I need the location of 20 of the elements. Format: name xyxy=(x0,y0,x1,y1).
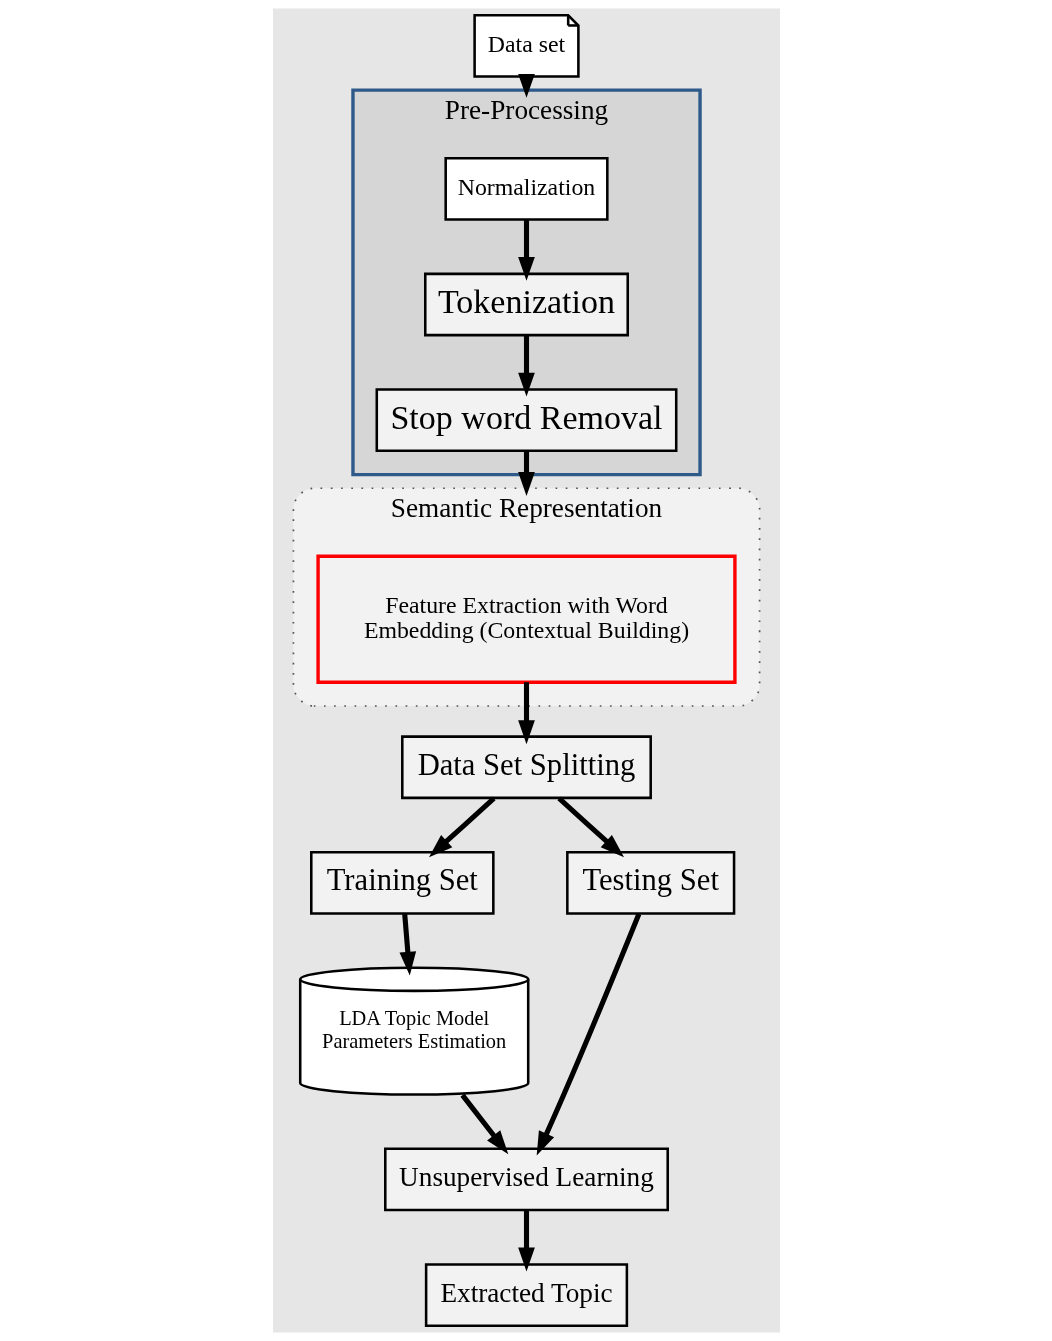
arrow xyxy=(556,796,624,858)
node-box: Unsupervised Learning xyxy=(383,1147,669,1212)
arrow xyxy=(399,913,416,976)
arrow xyxy=(517,335,535,397)
arrow xyxy=(517,1210,535,1272)
node-box: Data Set Splitting xyxy=(400,735,652,800)
arrow xyxy=(517,73,535,98)
node-box: Stop word Removal xyxy=(375,388,677,453)
arrow xyxy=(517,682,535,745)
node-box: Normalization xyxy=(443,156,609,221)
arrow xyxy=(428,796,496,858)
arrow xyxy=(459,1093,508,1155)
arrow xyxy=(517,220,535,281)
node-box: Feature Extraction with Word Embedding (Contextual Building) xyxy=(315,554,737,684)
node-box: Testing Set xyxy=(565,851,735,915)
node-box: Extracted Topic xyxy=(424,1263,628,1327)
node-box: Training Set xyxy=(309,851,495,915)
node-box: Tokenization xyxy=(423,272,629,337)
arrow xyxy=(517,451,535,496)
arrow xyxy=(536,913,641,1156)
